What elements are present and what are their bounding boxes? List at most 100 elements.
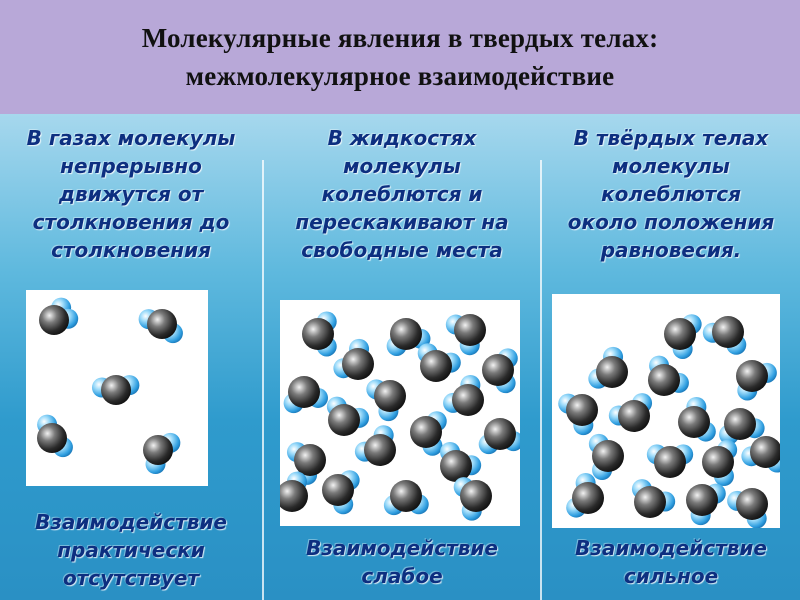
water-molecule <box>386 318 431 356</box>
liquids-column: В жидкостях молекулы колеблются и переск… <box>264 114 540 600</box>
water-molecule <box>440 442 482 482</box>
oxygen-atom <box>736 488 768 520</box>
water-molecule <box>482 348 518 394</box>
water-molecule <box>664 314 702 359</box>
gases-column: В газах молекулы непрерывно движутся от … <box>0 114 262 600</box>
slide-title: Молекулярные явления в твердых телах: ме… <box>0 0 800 114</box>
water-molecule <box>588 346 628 389</box>
oxygen-atom <box>390 318 422 350</box>
water-molecule <box>558 393 598 436</box>
oxygen-atom <box>686 484 718 516</box>
oxygen-atom <box>374 380 406 412</box>
oxygen-atom <box>736 360 768 392</box>
water-molecule <box>478 418 520 455</box>
oxygen-atom <box>452 384 484 416</box>
text-line: отсутствует <box>62 566 200 590</box>
water-molecule <box>646 444 694 478</box>
oxygen-atom <box>410 416 442 448</box>
oxygen-atom <box>294 444 326 476</box>
oxygen-atom <box>618 400 650 432</box>
oxygen-atom <box>460 480 492 512</box>
gas-molecules-illustration <box>26 290 208 486</box>
text-line: столкновения <box>51 238 211 262</box>
text-line: слабое <box>361 564 443 588</box>
text-line: столкновения до <box>32 210 230 234</box>
liquids-description: В жидкостях молекулы колеблются и переск… <box>264 124 540 264</box>
water-molecule <box>366 379 406 422</box>
solids-column: В твёрдых телах молекулы колеблются окол… <box>542 114 800 600</box>
water-molecule <box>702 439 738 486</box>
column-divider <box>540 160 542 600</box>
text-line: равновесия. <box>600 238 742 262</box>
text-line: свободные места <box>301 238 503 262</box>
liquids-interaction: Взаимодействие слабое <box>264 534 540 590</box>
water-molecule <box>91 375 140 405</box>
text-line: перескакивают на <box>295 210 509 234</box>
water-molecule <box>608 393 653 432</box>
water-molecule <box>322 470 360 515</box>
column-divider <box>262 160 264 600</box>
water-molecule <box>741 436 780 473</box>
oxygen-atom <box>454 314 486 346</box>
oxygen-atom <box>566 394 598 426</box>
text-line: около положения <box>567 210 775 234</box>
water-molecule <box>354 425 396 466</box>
oxygen-atom <box>484 418 516 450</box>
oxygen-atom <box>712 316 744 348</box>
oxygen-atom <box>482 354 514 386</box>
solids-description: В твёрдых телах молекулы колеблются окол… <box>542 124 800 264</box>
text-line: Взаимодействие <box>306 536 498 560</box>
oxygen-atom <box>724 408 756 440</box>
oxygen-atom <box>101 375 131 405</box>
title-line-1: Молекулярные явления в твердых телах: <box>141 23 659 53</box>
title-line-2: межмолекулярное взаимодействие <box>185 61 615 91</box>
water-molecule <box>39 297 79 335</box>
text-line: В газах молекулы <box>26 126 236 150</box>
oxygen-atom <box>678 406 710 438</box>
text-line: Взаимодействие <box>35 510 227 534</box>
gases-description: В газах молекулы непрерывно движутся от … <box>0 124 262 264</box>
water-molecule <box>648 355 689 396</box>
water-molecule <box>453 477 492 521</box>
text-line: В твёрдых телах <box>573 126 769 150</box>
oxygen-atom <box>39 305 69 335</box>
text-line: молекулы <box>343 154 461 178</box>
liquid-molecules-illustration <box>280 300 520 526</box>
oxygen-atom <box>288 376 320 408</box>
text-line: практически <box>57 538 205 562</box>
water-molecule <box>326 396 370 436</box>
gases-interaction: Взаимодействие практически отсутствует <box>0 508 262 592</box>
water-molecule <box>37 414 73 458</box>
oxygen-atom <box>440 450 472 482</box>
water-molecule <box>143 432 181 475</box>
oxygen-atom <box>328 404 360 436</box>
oxygen-atom <box>654 446 686 478</box>
solids-interaction: Взаимодействие сильное <box>542 534 800 590</box>
water-molecule <box>417 343 461 382</box>
oxygen-atom <box>390 480 422 512</box>
oxygen-atom <box>420 350 452 382</box>
water-molecule <box>631 479 676 518</box>
water-molecule <box>588 433 624 480</box>
oxygen-atom <box>302 318 334 350</box>
water-molecule <box>566 472 604 518</box>
water-molecule <box>686 483 726 526</box>
oxygen-atom <box>37 423 67 453</box>
oxygen-atom <box>648 364 680 396</box>
oxygen-atom <box>364 434 396 466</box>
water-molecule <box>333 338 374 380</box>
solid-molecules-illustration <box>552 294 780 528</box>
water-molecule <box>283 376 328 414</box>
text-line: Взаимодействие <box>575 536 767 560</box>
water-molecule <box>383 480 429 516</box>
oxygen-atom <box>280 480 308 512</box>
oxygen-atom <box>664 318 696 350</box>
water-molecule <box>410 411 447 456</box>
water-molecule <box>138 309 183 344</box>
oxygen-atom <box>596 356 628 388</box>
text-line: непрерывно <box>60 154 202 178</box>
text-line: В жидкостях <box>327 126 477 150</box>
oxygen-atom <box>342 348 374 380</box>
water-molecule <box>443 374 484 416</box>
oxygen-atom <box>702 446 734 478</box>
